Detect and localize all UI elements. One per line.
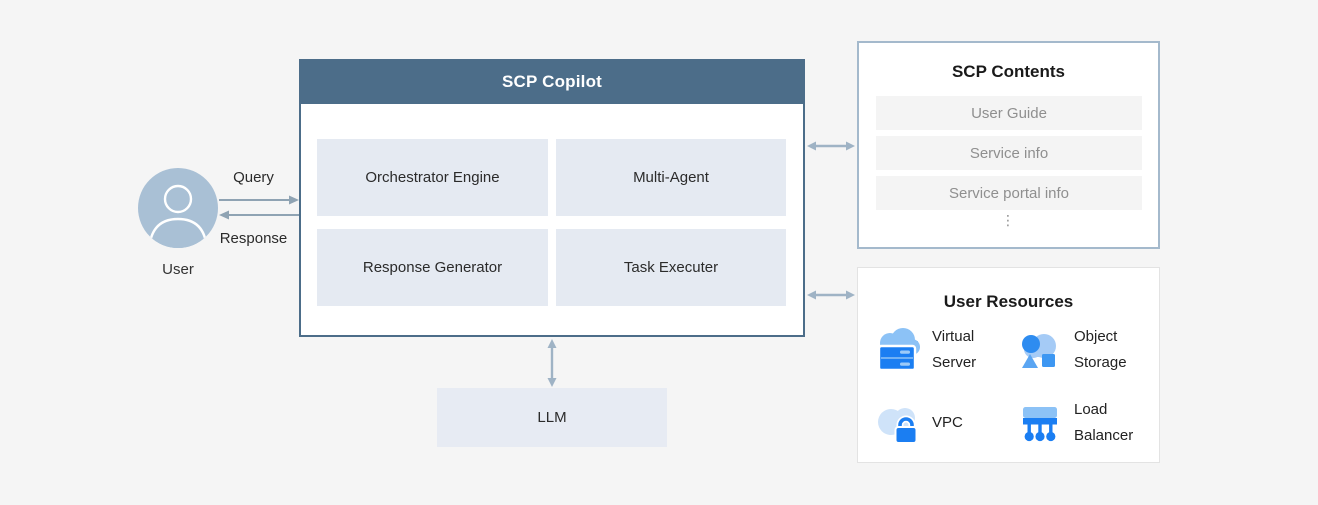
query-arrow-icon bbox=[219, 193, 299, 205]
module-orchestrator-engine: Orchestrator Engine bbox=[317, 139, 548, 216]
user-avatar bbox=[138, 168, 218, 248]
person-icon bbox=[138, 168, 218, 248]
resource-label: Load Balancer bbox=[1074, 401, 1134, 444]
copilot-contents-arrow-icon bbox=[807, 139, 855, 151]
response-arrow-icon bbox=[219, 208, 299, 220]
resource-label: Virtual Server bbox=[932, 328, 977, 371]
response-label: Response bbox=[219, 230, 288, 247]
copilot-resources-arrow-icon bbox=[807, 288, 855, 300]
user-resources-title: User Resources bbox=[943, 292, 1074, 311]
resource-virtual-server: Virtual Server bbox=[874, 322, 1006, 378]
content-item-service-info: Service info bbox=[876, 136, 1142, 170]
scp-copilot-title: SCP Copilot bbox=[299, 59, 805, 104]
scp-contents-title: SCP Contents bbox=[951, 62, 1066, 81]
content-item-service-portal-info: Service portal info bbox=[876, 176, 1142, 210]
object-storage-icon bbox=[1022, 334, 1056, 368]
user-label: User bbox=[162, 261, 194, 278]
llm-box: LLM bbox=[437, 388, 667, 447]
module-task-executer: Task Executer bbox=[556, 229, 786, 306]
resource-vpc: VPC bbox=[874, 395, 1006, 451]
query-label: Query bbox=[233, 169, 274, 186]
load-balancer-icon bbox=[1023, 407, 1057, 442]
vpc-icon bbox=[878, 408, 918, 444]
copilot-llm-arrow-icon bbox=[546, 339, 558, 387]
resource-label: VPC bbox=[932, 414, 963, 431]
content-item-user-guide: User Guide bbox=[876, 96, 1142, 130]
module-multi-agent: Multi-Agent bbox=[556, 139, 786, 216]
module-response-generator: Response Generator bbox=[317, 229, 548, 306]
resource-object-storage: Object Storage bbox=[1016, 322, 1158, 378]
resource-label: Object Storage bbox=[1074, 328, 1127, 371]
more-items-ellipsis-icon: ⋮ bbox=[1001, 212, 1016, 228]
virtual-server-icon bbox=[877, 328, 920, 372]
resource-load-balancer: Load Balancer bbox=[1016, 395, 1158, 451]
